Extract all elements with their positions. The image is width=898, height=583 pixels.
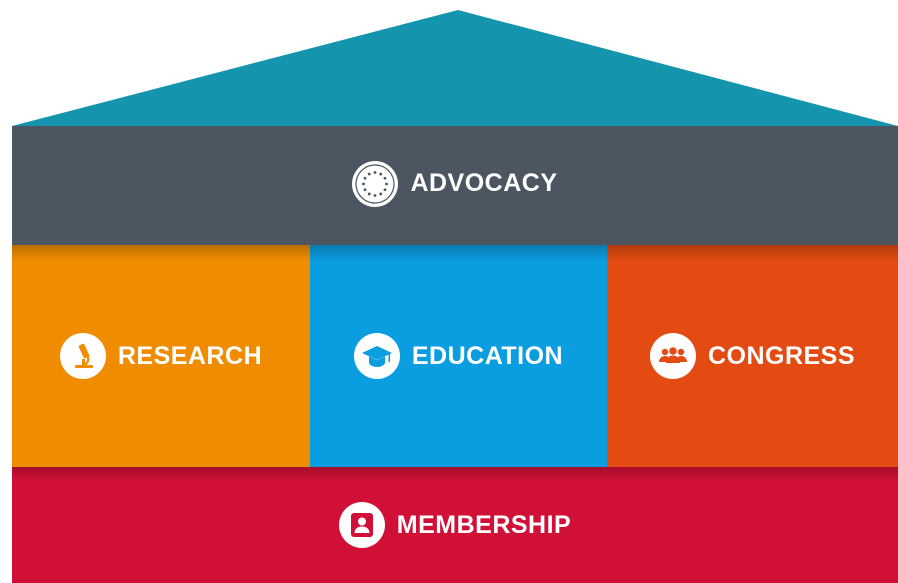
roof xyxy=(12,10,898,126)
education-pillar: EDUCATION xyxy=(310,245,607,467)
person-icon xyxy=(338,502,385,548)
microscope-icon xyxy=(59,333,106,379)
advocacy-band: ADVOCACY xyxy=(12,126,898,245)
congress-pillar: CONGRESS xyxy=(607,245,898,467)
membership-band: MEMBERSHIP xyxy=(12,467,898,583)
research-label: RESEARCH xyxy=(117,341,263,370)
people-group-icon xyxy=(649,333,696,379)
congress-label: CONGRESS xyxy=(707,341,856,370)
advocacy-label: ADVOCACY xyxy=(410,169,558,197)
eu-stars-icon xyxy=(352,160,399,207)
membership-label: MEMBERSHIP xyxy=(396,510,572,539)
research-pillar: RESEARCH xyxy=(12,245,310,467)
graduation-cap-icon xyxy=(353,333,400,379)
education-label: EDUCATION xyxy=(411,341,564,370)
